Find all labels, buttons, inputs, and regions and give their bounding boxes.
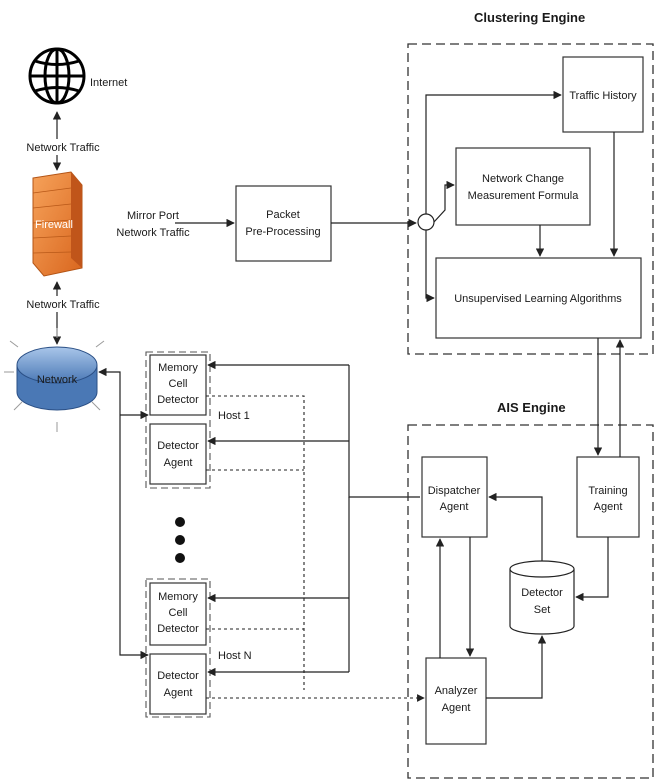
host-1-memory-cell-detector: Memory Cell Detector bbox=[149, 354, 207, 416]
mirror-port-label-line2: Network Traffic bbox=[116, 227, 190, 239]
network-icon bbox=[4, 328, 110, 432]
edge-network-hosts bbox=[98, 367, 149, 660]
host-n-label: Host N bbox=[218, 650, 252, 662]
training-line1: Training bbox=[588, 485, 627, 497]
edge-analyzer-to-detector-set bbox=[486, 635, 547, 699]
host-1-label: Host 1 bbox=[218, 410, 250, 422]
edge-junction-to-unsupervised bbox=[425, 230, 435, 303]
analyzer-line2: Agent bbox=[442, 702, 471, 714]
host-1-agent-line1: Detector bbox=[157, 440, 199, 452]
edge-junction-to-network-change bbox=[433, 180, 455, 223]
network-change-label-line1: Network Change bbox=[482, 173, 564, 185]
firewall-label: Firewall bbox=[35, 219, 73, 231]
globe-icon bbox=[28, 47, 86, 105]
packet-preprocessing-box: Packet Pre-Processing bbox=[235, 185, 332, 262]
mirror-port-label-line1: Mirror Port bbox=[127, 210, 179, 222]
host-n-memory-cell-detector: Memory Cell Detector bbox=[149, 582, 207, 646]
traffic-history-box: Traffic History bbox=[562, 56, 644, 133]
analyzer-line1: Analyzer bbox=[435, 685, 478, 697]
dispatcher-agent-box: Dispatcher Agent bbox=[421, 456, 488, 538]
edge-training-to-detector-set bbox=[575, 537, 609, 602]
network-label: Network bbox=[37, 374, 78, 386]
dispatcher-line2: Agent bbox=[440, 501, 469, 513]
network-traffic-bottom-label: Network Traffic bbox=[26, 299, 100, 311]
clustering-engine-title: Clustering Engine bbox=[474, 10, 585, 25]
unsupervised-learning-box: Unsupervised Learning Algorithms bbox=[435, 257, 642, 339]
training-line2: Agent bbox=[594, 501, 623, 513]
host-1-detector-agent: Detector Agent bbox=[149, 423, 207, 485]
clustering-engine-frame bbox=[407, 43, 654, 355]
ellipsis-dots bbox=[175, 517, 185, 563]
training-agent-box: Training Agent bbox=[576, 456, 640, 538]
host-n-agent-line2: Agent bbox=[164, 687, 193, 699]
host-n-detector-agent: Detector Agent bbox=[149, 653, 207, 715]
internet-label: Internet bbox=[90, 77, 127, 89]
packet-label-line2: Pre-Processing bbox=[245, 226, 320, 238]
host-n-agent-line1: Detector bbox=[157, 670, 199, 682]
traffic-history-label: Traffic History bbox=[569, 90, 637, 102]
edge-detector-set-to-dispatcher bbox=[488, 492, 543, 561]
ais-engine-title: AIS Engine bbox=[497, 400, 566, 415]
host-1-memory-line1: Memory bbox=[158, 362, 198, 374]
unsupervised-learning-label: Unsupervised Learning Algorithms bbox=[454, 293, 622, 305]
host-n-memory-line3: Detector bbox=[157, 623, 199, 635]
network-change-label-line2: Measurement Formula bbox=[468, 190, 580, 202]
host-1-agent-line2: Agent bbox=[164, 457, 193, 469]
detector-set-line2: Set bbox=[534, 604, 551, 616]
dashed-host1-memory bbox=[206, 395, 305, 690]
host-1-memory-line2: Cell bbox=[169, 378, 188, 390]
network-change-box: Network Change Measurement Formula bbox=[455, 147, 591, 226]
detector-set-line1: Detector bbox=[521, 587, 563, 599]
ais-engine-frame bbox=[407, 424, 654, 779]
edge-junction-to-traffic-history bbox=[425, 90, 562, 214]
dispatcher-line1: Dispatcher bbox=[428, 485, 481, 497]
host-n-memory-line1: Memory bbox=[158, 591, 198, 603]
firewall-icon bbox=[32, 171, 83, 277]
host-1-memory-line3: Detector bbox=[157, 394, 199, 406]
analyzer-agent-box: Analyzer Agent bbox=[425, 657, 487, 745]
edge-dispatcher-bus bbox=[348, 365, 420, 498]
network-traffic-top-label: Network Traffic bbox=[26, 142, 100, 154]
host-n-memory-line2: Cell bbox=[169, 607, 188, 619]
junction-node bbox=[417, 213, 435, 231]
packet-label-line1: Packet bbox=[266, 209, 300, 221]
